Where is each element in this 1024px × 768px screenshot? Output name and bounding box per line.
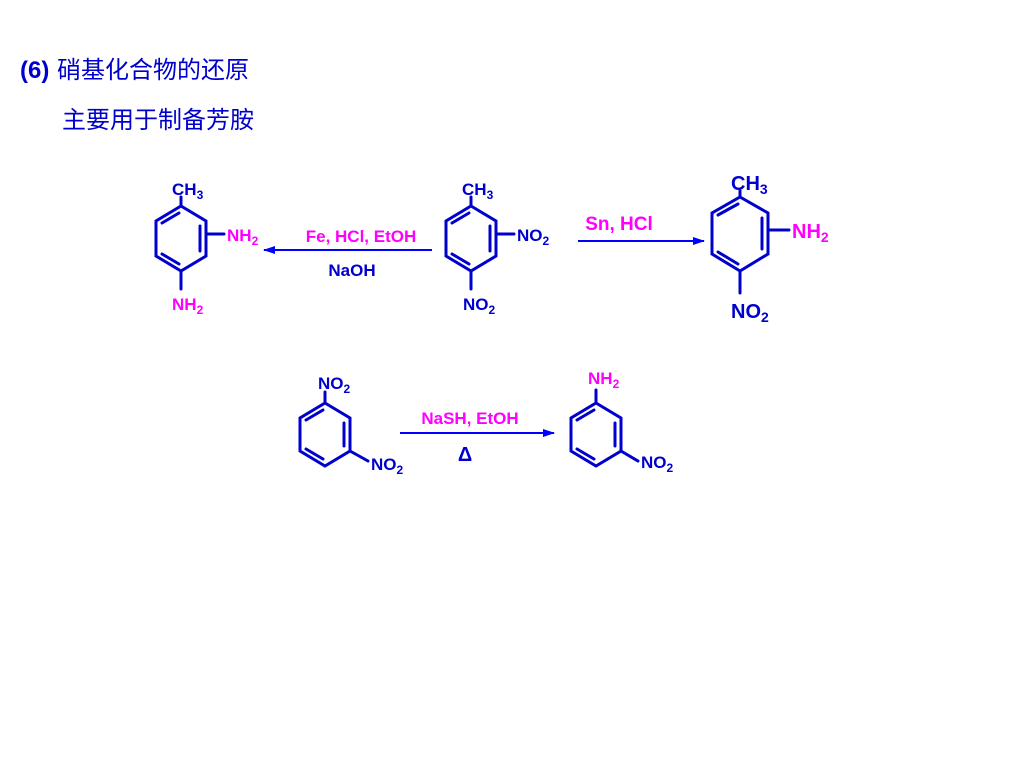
reaction-arrow-right: Sn, HCl <box>578 214 705 245</box>
section-title: 硝基化合物的还原 <box>56 56 249 84</box>
label-nitro: NO2 <box>731 301 769 325</box>
reagent-heat-delta: Δ <box>458 444 472 466</box>
reagent-nash-etoh: NaSH, EtOH <box>421 409 518 428</box>
label-amine: NH2 <box>588 369 620 391</box>
reagent-fe-hcl-etoh: Fe, HCl, EtOH <box>306 227 417 246</box>
label-nitro-bottom: NO2 <box>463 295 496 317</box>
benzene-ring <box>154 204 208 273</box>
reaction-arrow-2: NaSH, EtOH Δ <box>400 409 555 466</box>
label-methyl: CH3 <box>462 180 494 202</box>
molecule-right-product: CH3 NH2 NO2 <box>710 173 829 325</box>
label-methyl: CH3 <box>172 180 204 202</box>
bond-nitro-bottom <box>348 449 370 463</box>
benzene-ring <box>710 195 770 273</box>
label-nitro-top: NO2 <box>318 374 351 396</box>
reagent-naoh: NaOH <box>328 261 375 280</box>
bond-nitro <box>619 449 640 463</box>
reaction-arrow-left: Fe, HCl, EtOH NaOH <box>263 227 432 280</box>
benzene-ring <box>569 401 623 468</box>
molecule-reactant-dinitrobenzene: NO2 NO2 <box>298 374 404 477</box>
label-nitro: NO2 <box>641 453 674 475</box>
label-nitro-top: NO2 <box>517 226 550 248</box>
benzene-ring <box>444 204 498 273</box>
molecule-product-nitroaniline: NH2 NO2 <box>569 369 674 475</box>
molecule-left-product: CH3 NH2 NH2 <box>154 180 259 317</box>
section-heading: (6) 硝基化合物的还原 <box>20 50 249 85</box>
benzene-ring <box>298 401 352 468</box>
label-amine-bottom: NH2 <box>172 295 204 317</box>
label-nitro-bottom: NO2 <box>371 455 404 477</box>
section-number: (6) <box>20 57 50 84</box>
label-amine-top: NH2 <box>227 226 259 248</box>
reagent-sn-hcl: Sn, HCl <box>585 214 653 235</box>
label-methyl: CH3 <box>731 173 768 197</box>
section-subheading: 主要用于制备芳胺 <box>62 106 254 134</box>
label-amine: NH2 <box>792 221 829 245</box>
molecule-reactant-dinitrotoluene: CH3 NO2 NO2 <box>444 180 550 317</box>
